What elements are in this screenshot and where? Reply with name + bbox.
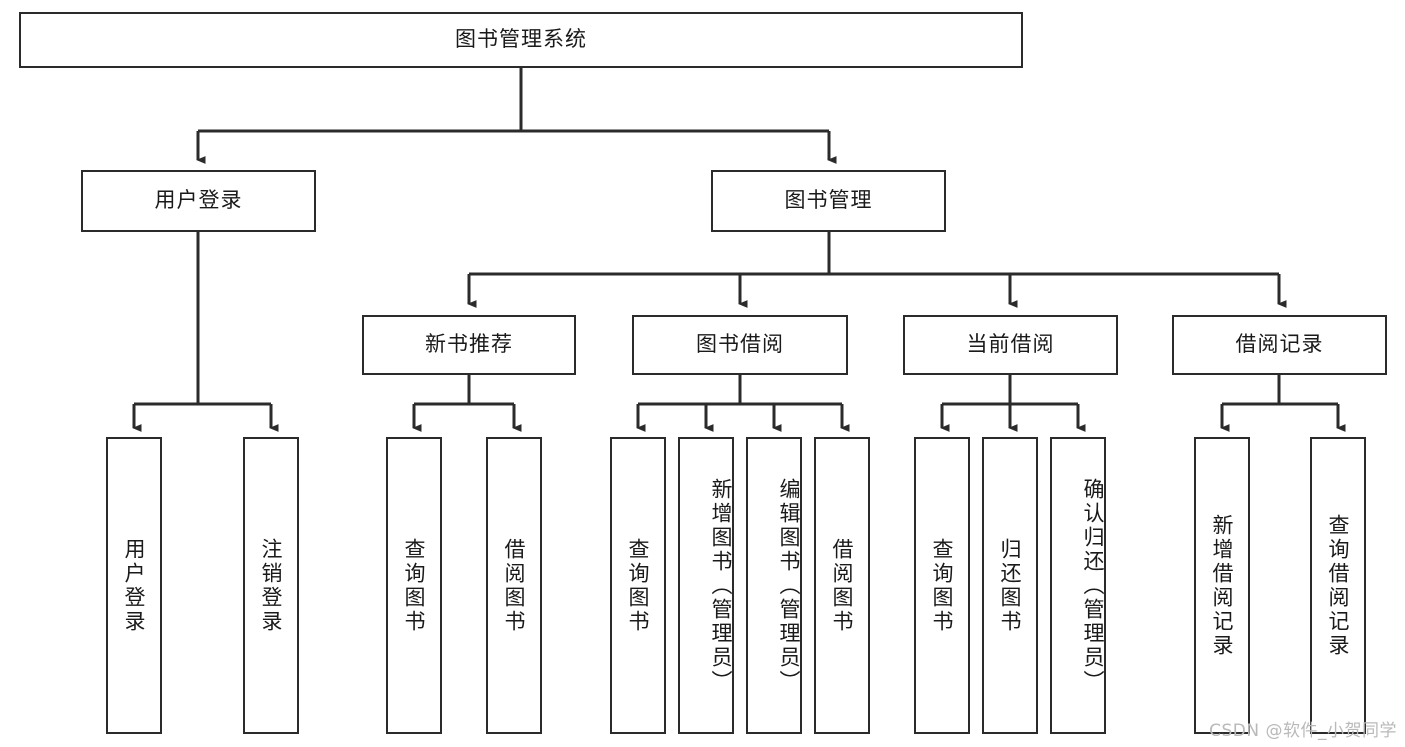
node-new-book-recommend-label: 新书推荐 [425, 332, 513, 357]
leaf-borrow-edit-book-label: 编辑图书（管理员） [777, 477, 801, 694]
leaf-borrow-borrow-book[interactable]: 借阅图书 [814, 437, 870, 734]
node-user-login[interactable]: 用户登录 [81, 170, 316, 232]
leaf-current-confirm-return-label: 确认归还（管理员） [1081, 477, 1105, 694]
node-current-borrow-label: 当前借阅 [966, 332, 1055, 357]
leaf-borrow-add-book[interactable]: 新增图书（管理员） [678, 437, 734, 734]
leaf-user-login-signout[interactable]: 注销登录 [243, 437, 299, 734]
leaf-record-query-record-label: 查询借阅记录 [1326, 513, 1351, 658]
leaf-borrow-add-book-label: 新增图书（管理员） [709, 477, 733, 694]
node-user-login-label: 用户登录 [154, 188, 243, 213]
leaf-user-login-signin-label: 用户登录 [122, 537, 147, 634]
leaf-borrow-query-book[interactable]: 查询图书 [610, 437, 666, 734]
leaf-user-login-signout-label: 注销登录 [259, 537, 284, 634]
leaf-borrow-query-book-label: 查询图书 [626, 537, 651, 634]
node-book-management[interactable]: 图书管理 [711, 170, 946, 232]
leaf-current-return-book[interactable]: 归还图书 [982, 437, 1038, 734]
node-root[interactable]: 图书管理系统 [19, 12, 1023, 68]
leaf-recommend-borrow-book[interactable]: 借阅图书 [486, 437, 542, 734]
node-current-borrow[interactable]: 当前借阅 [903, 315, 1118, 375]
node-borrow-record-label: 借阅记录 [1235, 332, 1324, 357]
leaf-current-confirm-return[interactable]: 确认归还（管理员） [1050, 437, 1106, 734]
leaf-recommend-query-book-label: 查询图书 [402, 537, 427, 634]
leaf-current-query-book-label: 查询图书 [930, 537, 955, 634]
leaf-borrow-borrow-book-label: 借阅图书 [830, 537, 855, 634]
leaf-record-add-record-label: 新增借阅记录 [1210, 513, 1235, 658]
node-book-management-label: 图书管理 [784, 188, 873, 213]
node-borrow-record[interactable]: 借阅记录 [1172, 315, 1387, 375]
node-root-label: 图书管理系统 [455, 27, 587, 52]
node-book-borrow-label: 图书借阅 [696, 332, 784, 357]
leaf-recommend-borrow-book-label: 借阅图书 [502, 537, 527, 634]
node-book-borrow[interactable]: 图书借阅 [632, 315, 848, 375]
leaf-record-add-record[interactable]: 新增借阅记录 [1194, 437, 1250, 734]
leaf-current-return-book-label: 归还图书 [998, 537, 1023, 634]
leaf-user-login-signin[interactable]: 用户登录 [106, 437, 162, 734]
leaf-borrow-edit-book[interactable]: 编辑图书（管理员） [746, 437, 802, 734]
leaf-recommend-query-book[interactable]: 查询图书 [386, 437, 442, 734]
leaf-record-query-record[interactable]: 查询借阅记录 [1310, 437, 1366, 734]
leaf-current-query-book[interactable]: 查询图书 [914, 437, 970, 734]
node-new-book-recommend[interactable]: 新书推荐 [362, 315, 576, 375]
